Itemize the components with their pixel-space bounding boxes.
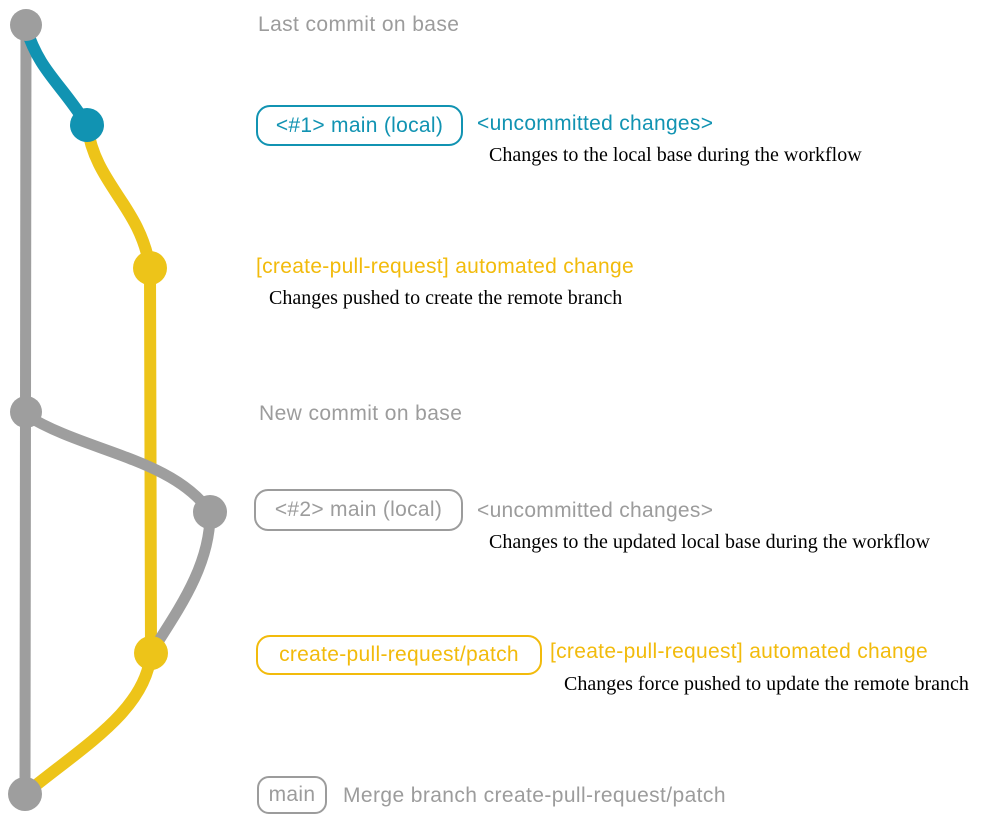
commit-node-patch-2 xyxy=(134,636,168,670)
patch-branch-line xyxy=(144,262,157,659)
automated-change-desc-1: Changes pushed to create the remote bran… xyxy=(269,287,623,309)
branch-badge-main-local-1-label: <#1> main (local) xyxy=(275,113,444,137)
branch-badge-main-local-2-label: <#2> main (local) xyxy=(274,498,443,521)
uncommitted-changes-title-2: <uncommitted changes> xyxy=(477,499,714,522)
commit-node-merge xyxy=(8,777,42,811)
commit-node-base-2 xyxy=(10,396,42,428)
branch-badge-patch-label: create-pull-request/patch xyxy=(279,643,519,666)
commit-node-local-2 xyxy=(193,495,227,529)
commit-node-local-1 xyxy=(70,108,104,142)
merge-branch-edge xyxy=(19,647,157,800)
branch-badge-patch: create-pull-request/patch xyxy=(256,635,542,675)
commit-node-patch-1 xyxy=(133,251,167,285)
uncommitted-changes-desc-2: Changes to the updated local base during… xyxy=(489,531,930,553)
uncommitted-changes-title-1: <uncommitted changes> xyxy=(477,112,714,135)
last-commit-label: Last commit on base xyxy=(258,13,460,36)
merge-commit-message: Merge branch create-pull-request/patch xyxy=(343,784,726,807)
branch-badge-main-label: main xyxy=(268,783,316,806)
automated-change-desc-2: Changes force pushed to update the remot… xyxy=(564,673,969,695)
commit-node-base-1 xyxy=(10,9,42,41)
rebase-in-edge xyxy=(145,506,216,659)
branch-badge-main: main xyxy=(257,776,327,814)
branch-badge-main-local-1: <#1> main (local) xyxy=(256,105,463,146)
automated-change-title-1: [create-pull-request] automated change xyxy=(256,255,634,278)
new-commit-label: New commit on base xyxy=(259,402,463,425)
branch-badge-main-local-2: <#2> main (local) xyxy=(254,489,463,531)
local-changes-edge xyxy=(20,22,93,131)
automated-change-title-2: [create-pull-request] automated change xyxy=(550,640,928,663)
rebase-out-edge xyxy=(20,409,216,518)
commit-graph xyxy=(8,9,227,811)
uncommitted-changes-desc-1: Changes to the local base during the wor… xyxy=(489,144,862,166)
push-branch-edge xyxy=(81,119,156,274)
